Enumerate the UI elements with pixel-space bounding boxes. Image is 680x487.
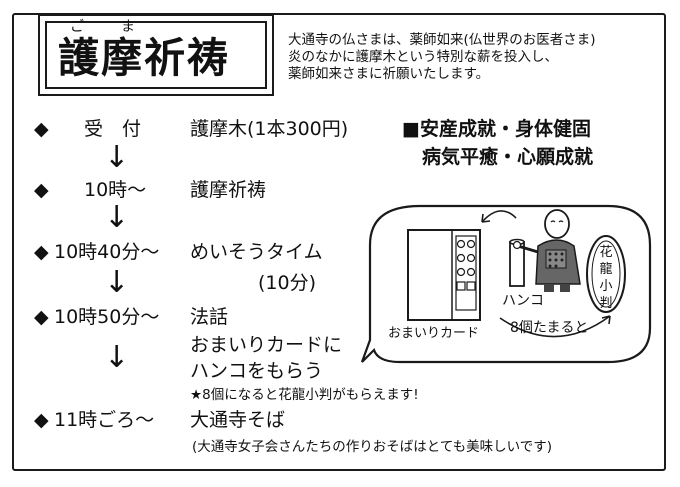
count-label: 8個たまると xyxy=(510,320,589,336)
title-box xyxy=(38,14,274,96)
item3-time: 10時40分〜 xyxy=(54,241,160,263)
koban-char: 判 xyxy=(599,296,612,311)
curved-arrow-icon xyxy=(481,210,517,223)
title-furigana-ma: ま xyxy=(121,19,135,35)
hanko-label: ハンコ xyxy=(502,293,544,309)
illustration-bubble: おまいりカード ハンコ 花 龍 小 判 xyxy=(360,204,652,364)
item1-blessings-2: 病気平癒・心願成就 xyxy=(422,146,594,168)
item1-blessings-1: ■安産成就・身体健固 xyxy=(402,118,591,140)
item5-time: 11時ごろ〜 xyxy=(54,409,155,431)
koban-char: 花 xyxy=(599,244,612,260)
down-arrow-icon: ↓ xyxy=(104,265,130,300)
page-title: 護摩祈祷 xyxy=(58,34,230,82)
diamond-bullet: ◆ xyxy=(34,179,49,201)
intro-line-1: 大通寺の仏さまは、薬師如来(仏世界のお医者さま) xyxy=(288,32,596,48)
item5-label: 大通寺そば xyxy=(190,409,286,431)
item4-line-2: おまいりカードに xyxy=(190,334,343,356)
down-arrow-icon: ↓ xyxy=(104,200,130,235)
item4-time: 10時50分〜 xyxy=(54,306,160,328)
intro-line-3: 薬師如来さまに祈願いたします。 xyxy=(288,66,490,82)
curved-arrow-icon xyxy=(499,315,611,338)
intro-text: 大通寺の仏さまは、薬師如来(仏世界のお医者さま) 炎のなかに護摩木という特別な薪… xyxy=(288,32,596,83)
diamond-bullet: ◆ xyxy=(34,241,49,263)
item2-label: 護摩祈祷 xyxy=(190,179,267,201)
koban-char: 小 xyxy=(599,279,612,294)
omairi-card-icon xyxy=(407,229,481,321)
item3-label: めいそうタイム xyxy=(190,241,323,263)
monk-icon xyxy=(512,209,581,292)
item1-label: 護摩木(1本300円) xyxy=(190,118,349,140)
item4-note: ★8個になると花龍小判がもらえます! xyxy=(190,387,419,403)
item2-time: 10時〜 xyxy=(84,179,147,201)
down-arrow-icon: ↓ xyxy=(104,140,130,175)
item4-label: 法話 xyxy=(190,306,229,328)
diamond-bullet: ◆ xyxy=(34,118,49,140)
item3-duration: (10分) xyxy=(258,272,317,294)
title-furigana-go: ご xyxy=(70,19,84,35)
item4-line-3: ハンコをもらう xyxy=(190,360,324,382)
koban-icon xyxy=(586,235,626,313)
card-label: おまいりカード xyxy=(388,326,479,341)
title-inner-border xyxy=(45,21,267,89)
down-arrow-icon: ↓ xyxy=(104,340,130,375)
item5-note: (大通寺女子会さんたちの作りおそばはとても美味しいです) xyxy=(192,439,553,455)
outer-frame xyxy=(12,13,666,471)
diamond-bullet: ◆ xyxy=(34,306,49,328)
item1-time: 受 付 xyxy=(84,118,142,140)
diamond-bullet: ◆ xyxy=(34,409,49,431)
intro-line-2: 炎のなかに護摩木という特別な薪を投入し、 xyxy=(288,49,558,65)
koban-char: 龍 xyxy=(599,261,612,277)
